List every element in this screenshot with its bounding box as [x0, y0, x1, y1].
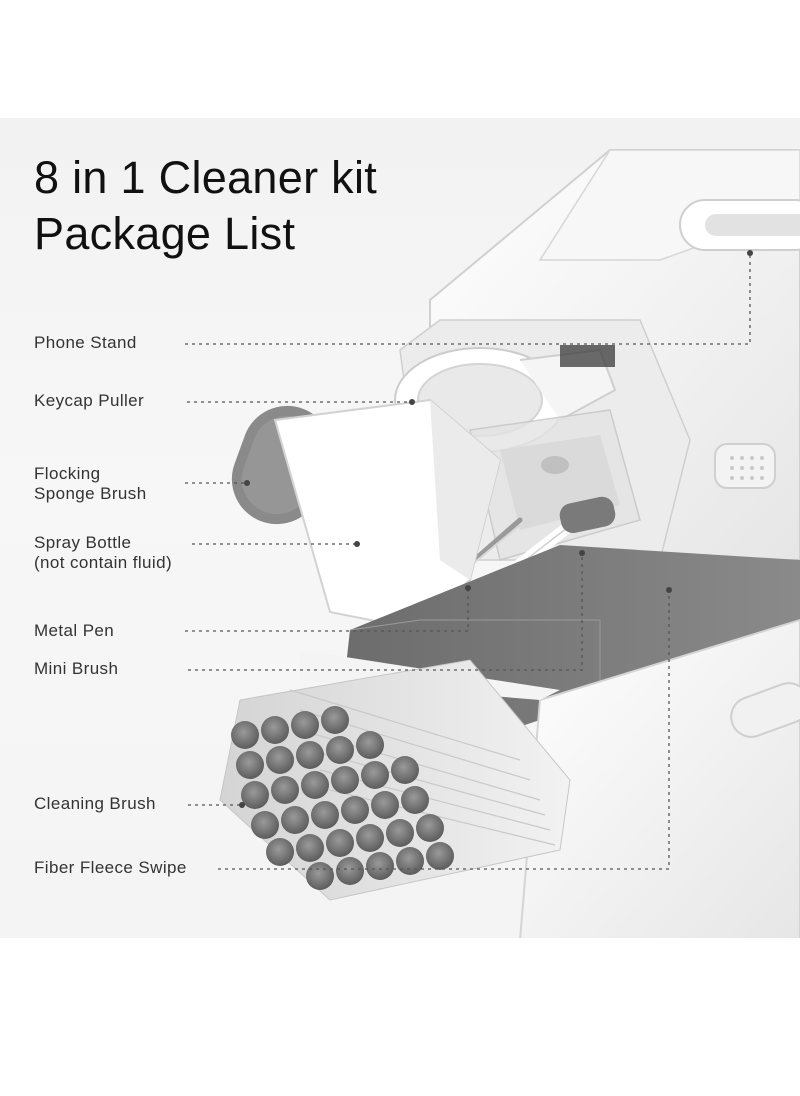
label-cleaning-brush: Cleaning Brush	[34, 794, 156, 814]
leader-metal-pen	[185, 590, 469, 632]
label-mini-brush: Mini Brush	[34, 659, 118, 679]
page-title: 8 in 1 Cleaner kit Package List	[34, 150, 377, 262]
leader-phone-stand	[185, 255, 751, 345]
label-text: Flocking	[34, 464, 101, 483]
leader-lines	[185, 255, 751, 870]
slot-icon	[730, 682, 800, 738]
leader-fiber-fleece-swipe	[218, 592, 670, 870]
title-line-2: Package List	[34, 208, 296, 259]
label-text: Spray Bottle	[34, 533, 132, 552]
leader-dots	[239, 250, 753, 808]
label-text: Fiber Fleece Swipe	[34, 858, 187, 877]
front-cap	[273, 398, 502, 630]
label-text: Cleaning Brush	[34, 794, 156, 813]
cleaning-brush-icon	[219, 659, 571, 901]
label-text: Sponge Brush	[34, 484, 147, 503]
slider-switch-icon	[714, 443, 776, 489]
label-text: Phone Stand	[34, 333, 137, 352]
label-text: Keycap Puller	[34, 391, 145, 410]
label-phone-stand: Phone Stand	[34, 333, 137, 353]
label-text: (not contain fluid)	[34, 553, 173, 572]
label-keycap-puller: Keycap Puller	[34, 391, 144, 411]
label-spray-bottle: Spray Bottle (not contain fluid)	[34, 533, 172, 573]
label-metal-pen: Metal Pen	[34, 621, 114, 641]
title-line-1: 8 in 1 Cleaner kit	[34, 152, 378, 203]
label-text: Metal Pen	[34, 621, 115, 640]
label-fiber-fleece-swipe: Fiber Fleece Swipe	[34, 858, 187, 878]
label-text: Mini Brush	[34, 659, 119, 678]
label-flocking-sponge-brush: Flocking Sponge Brush	[34, 464, 147, 504]
leader-mini-brush	[188, 555, 583, 671]
